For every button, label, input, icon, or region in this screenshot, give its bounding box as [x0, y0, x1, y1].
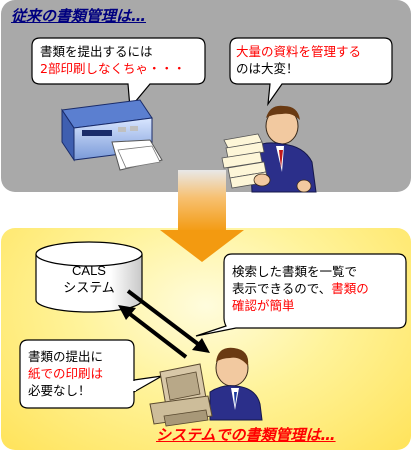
bubble-submit-line1: 書類の提出に: [28, 349, 104, 364]
bubble-print-text: 書類を提出するには 2部印刷しなくちゃ・・・: [40, 43, 185, 77]
speech-bubble-print: [31, 37, 206, 110]
bubble-search-line3: 確認が簡単: [232, 298, 295, 313]
man-with-documents-icon: [221, 105, 317, 193]
speech-bubble-volume: [229, 37, 393, 107]
transition-arrow: [160, 170, 244, 262]
cals-system-database-icon: [35, 241, 143, 313]
cals-system-label: CALS システム: [54, 262, 124, 296]
bubble-volume-line1: 大量の資料を管理する: [236, 44, 362, 59]
bubble-submit-line3: 必要なし！: [28, 383, 91, 398]
cals-label-line1: CALS: [72, 263, 106, 278]
bubble-submit-line2: 紙での印刷は: [28, 366, 104, 381]
speech-bubble-search: [195, 253, 407, 337]
speech-bubble-submit: [19, 339, 163, 409]
bubble-search-line2-red: 書類の: [331, 281, 369, 296]
conventional-title: 従来の書類管理は…: [11, 7, 147, 25]
bubble-print-line2: 2部印刷しなくちゃ・・・: [40, 61, 186, 76]
bubble-submit-text: 書類の提出に 紙での印刷は 必要なし！: [28, 348, 103, 399]
system-title: システムでの書類管理は…: [156, 426, 336, 444]
bubble-volume-line2: のは大変！: [236, 61, 299, 76]
cals-label-line2: システム: [63, 280, 115, 295]
printer-icon: [61, 99, 163, 171]
data-exchange-arrows: [118, 289, 210, 359]
bubble-search-text: 検索した書類を一覧で 表示できるので、書類の 確認が簡単: [232, 263, 369, 314]
man-at-computer-icon: [149, 347, 263, 427]
bubble-search-line1: 検索した書類を一覧で: [232, 264, 358, 279]
conventional-panel: [1, 0, 411, 192]
bubble-volume-text: 大量の資料を管理する のは大変！: [236, 43, 361, 77]
bubble-search-line2-black: 表示できるので、: [232, 281, 332, 296]
bubble-search-line2: 表示できるので、書類の: [232, 280, 369, 297]
bubble-print-line1: 書類を提出するには: [40, 44, 153, 59]
